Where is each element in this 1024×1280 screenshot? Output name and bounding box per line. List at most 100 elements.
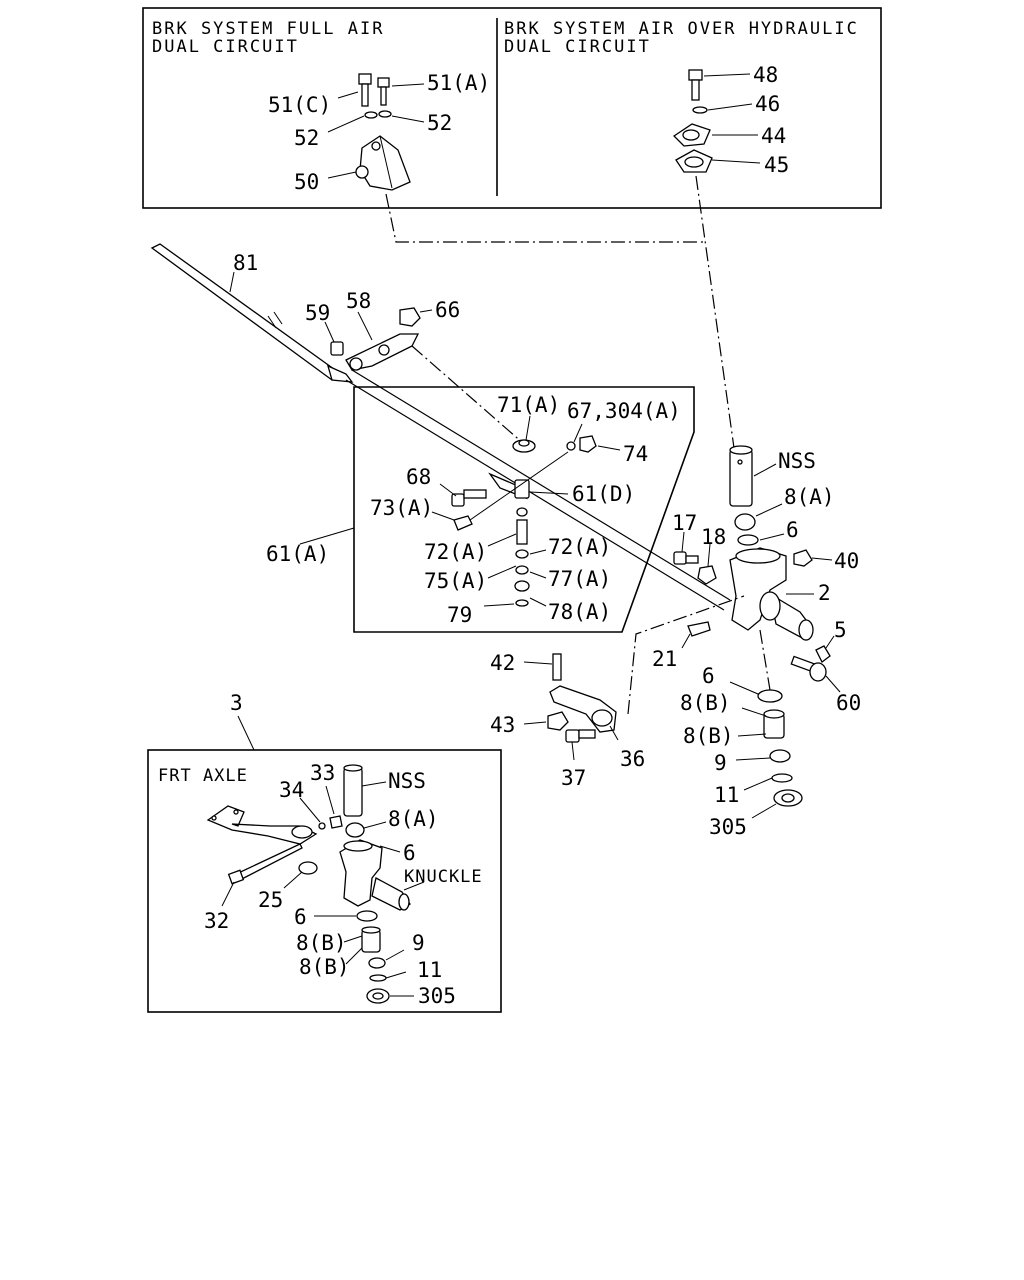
callout-51a: 51(A) bbox=[427, 71, 490, 95]
seal-72a-top bbox=[516, 507, 528, 517]
nut-59 bbox=[330, 341, 344, 356]
callout-61a: 61(A) bbox=[266, 542, 329, 566]
callout-nss: NSS bbox=[778, 449, 816, 473]
leader-3 bbox=[237, 715, 255, 751]
air-hydraulic-title: BRK SYSTEM AIR OVER HYDRAULIC bbox=[504, 19, 859, 39]
leader-66 bbox=[419, 309, 433, 313]
cap-9 bbox=[769, 749, 791, 763]
frt-axle-frame bbox=[147, 749, 502, 1013]
callout-44: 44 bbox=[761, 124, 786, 148]
callout-67-304a: 67,304(A) bbox=[567, 399, 681, 423]
callout-nss-axle: NSS bbox=[388, 769, 426, 793]
leader-72a-right bbox=[529, 549, 547, 555]
bushing-8b bbox=[763, 709, 785, 739]
full-air-subtitle: DUAL CIRCUIT bbox=[152, 37, 299, 57]
connector-arm-58 bbox=[411, 345, 525, 445]
callout-6-lower: 6 bbox=[702, 664, 715, 688]
leader-61d bbox=[529, 491, 569, 495]
callout-8a: 8(A) bbox=[784, 485, 835, 509]
leader-72a-left bbox=[487, 533, 517, 547]
leader-18 bbox=[707, 543, 711, 567]
leader-51a bbox=[391, 83, 425, 87]
connector-panel-left bbox=[385, 193, 706, 243]
leader-11-axle bbox=[385, 971, 407, 979]
leader-78a bbox=[529, 597, 547, 607]
callout-81: 81 bbox=[233, 251, 258, 275]
bolt-51c bbox=[358, 73, 372, 107]
leader-9-axle bbox=[385, 949, 405, 961]
thrust-6-axle-lower bbox=[356, 910, 378, 922]
clip-79 bbox=[515, 599, 529, 607]
callout-21: 21 bbox=[652, 647, 677, 671]
bolt-48 bbox=[688, 69, 703, 101]
leader-81 bbox=[229, 271, 235, 293]
bolt-68 bbox=[451, 489, 487, 507]
cap-9-axle bbox=[368, 957, 386, 969]
leader-8b-axle-upper bbox=[343, 935, 363, 943]
callout-78a: 78(A) bbox=[548, 600, 611, 624]
callout-61d: 61(D) bbox=[572, 482, 635, 506]
tie-rod-upper bbox=[351, 369, 731, 601]
callout-48: 48 bbox=[753, 63, 778, 87]
callout-8b-upper: 8(B) bbox=[680, 691, 731, 715]
leader-67 bbox=[573, 423, 583, 443]
leader-11 bbox=[743, 777, 773, 791]
callout-11: 11 bbox=[714, 783, 739, 807]
callout-33: 33 bbox=[310, 761, 335, 785]
callout-60: 60 bbox=[836, 691, 861, 715]
leader-8a-axle bbox=[363, 821, 387, 829]
bushing-8a bbox=[734, 513, 756, 531]
callout-6-axle-lower: 6 bbox=[294, 905, 307, 929]
grease-fitting-73a bbox=[453, 515, 473, 531]
brake-panel-frame bbox=[142, 7, 882, 209]
callout-305-axle: 305 bbox=[418, 984, 456, 1008]
callout-8a-axle: 8(A) bbox=[388, 807, 439, 831]
leader-36 bbox=[609, 725, 619, 741]
leader-17 bbox=[681, 531, 685, 553]
bushing-8b-axle bbox=[361, 926, 381, 953]
bracket-50 bbox=[355, 135, 411, 191]
washer-67 bbox=[566, 441, 576, 451]
callout-75a: 75(A) bbox=[424, 569, 487, 593]
plug-305-axle bbox=[366, 988, 390, 1004]
frt-axle-panel: 3 FRT AXLE 34 33 NSS 8(A) bbox=[147, 691, 502, 1013]
plate-44 bbox=[672, 123, 711, 147]
leader-50 bbox=[327, 171, 357, 179]
leader-8b-axle-lower bbox=[345, 947, 363, 965]
steering-arm-58 bbox=[345, 333, 420, 371]
leader-33 bbox=[325, 785, 335, 815]
leader-42 bbox=[523, 661, 553, 665]
spring-77a bbox=[515, 565, 529, 575]
nut-40 bbox=[793, 549, 813, 567]
leader-nss bbox=[753, 463, 777, 477]
detail-61a-frame bbox=[353, 386, 695, 633]
leader-45 bbox=[711, 159, 761, 164]
callout-25: 25 bbox=[258, 888, 283, 912]
king-pin-nss-axle bbox=[343, 764, 363, 817]
connector-panel-right bbox=[695, 175, 735, 449]
leader-6-upper bbox=[759, 533, 785, 541]
leader-52-left bbox=[327, 115, 365, 133]
callout-8b-axle-upper: 8(B) bbox=[296, 931, 347, 955]
full-air-title: BRK SYSTEM FULL AIR bbox=[152, 19, 384, 39]
seat-78a bbox=[514, 580, 530, 592]
leader-58 bbox=[357, 311, 373, 341]
nut-43 bbox=[547, 711, 569, 731]
thrust-6-upper bbox=[737, 534, 759, 546]
callout-6-axle-upper: 6 bbox=[403, 841, 416, 865]
leader-6-axle-upper bbox=[379, 845, 401, 853]
callout-knuckle: KNUCKLE bbox=[404, 867, 483, 887]
leader-8a bbox=[755, 503, 783, 517]
callout-32: 32 bbox=[204, 909, 229, 933]
callout-77a: 77(A) bbox=[548, 567, 611, 591]
callout-52-right: 52 bbox=[427, 111, 452, 135]
gasket-45 bbox=[675, 149, 713, 173]
leader-48 bbox=[703, 73, 751, 77]
callout-3: 3 bbox=[230, 691, 243, 715]
leader-6-lower bbox=[729, 681, 759, 695]
air-hydraulic-subtitle: DUAL CIRCUIT bbox=[504, 37, 651, 57]
connector-arm-36 bbox=[627, 595, 745, 715]
callout-9: 9 bbox=[714, 751, 727, 775]
leader-52-right bbox=[391, 115, 425, 123]
leader-77a bbox=[529, 571, 547, 579]
